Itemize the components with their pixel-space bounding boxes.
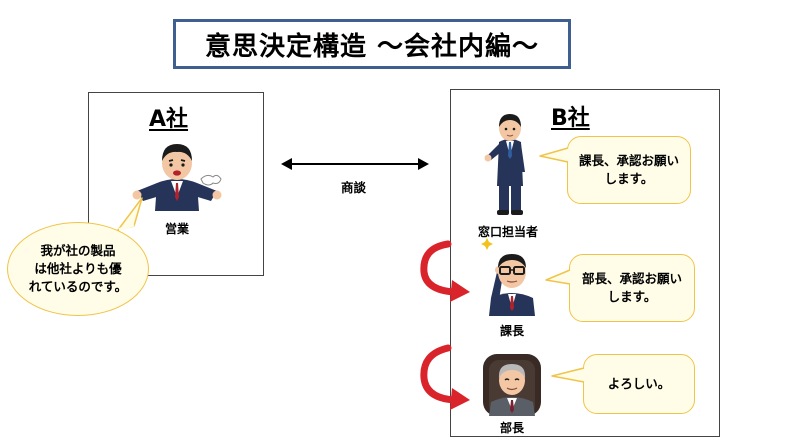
company-a-name: A社 — [149, 107, 189, 132]
salesman-speech-bubble: 我が社の製品 は他社よりも優 れているのです。 — [7, 222, 149, 316]
clerk-bubble-tail — [539, 147, 570, 163]
department-head-bubble-tail — [551, 367, 586, 383]
escalation-arrow-to-section-chief — [420, 240, 470, 302]
department-head-speech-text: よろしい。 — [607, 375, 671, 391]
salesman-speech-text: 我が社の製品 は他社よりも優 れているのです。 — [28, 242, 128, 295]
clerk-speech-text: 課長、承認お願い します。 — [578, 152, 679, 186]
clerk-icon — [484, 114, 525, 215]
section-chief-speech-bubble: 部長、承認お願い します。 — [569, 254, 695, 322]
department-head-label: 部長 — [500, 421, 525, 435]
company-b-name: B社 — [551, 106, 590, 131]
negotiation-double-arrow — [281, 158, 429, 170]
section-chief-icon — [481, 238, 535, 316]
salesman-bubble-tail — [117, 197, 143, 231]
diagram-title: 意思決定構造 ～会社内編～ — [173, 19, 571, 69]
salesman-icon — [132, 144, 222, 211]
negotiation-label: 商談 — [341, 180, 367, 195]
clerk-speech-bubble: 課長、承認お願い します。 — [567, 136, 691, 204]
department-head-icon — [483, 354, 541, 416]
section-chief-speech-text: 部長、承認お願い します。 — [581, 270, 682, 304]
section-chief-label: 課長 — [500, 324, 525, 338]
clerk-label: 窓口担当者 — [478, 225, 539, 239]
department-head-speech-bubble: よろしい。 — [583, 354, 695, 414]
company-b-box: B社 窓口担当者 課長 — [450, 89, 720, 437]
salesman-label: 営業 — [165, 222, 190, 236]
escalation-arrow-to-department-head — [420, 344, 470, 410]
section-chief-bubble-tail — [545, 269, 572, 285]
